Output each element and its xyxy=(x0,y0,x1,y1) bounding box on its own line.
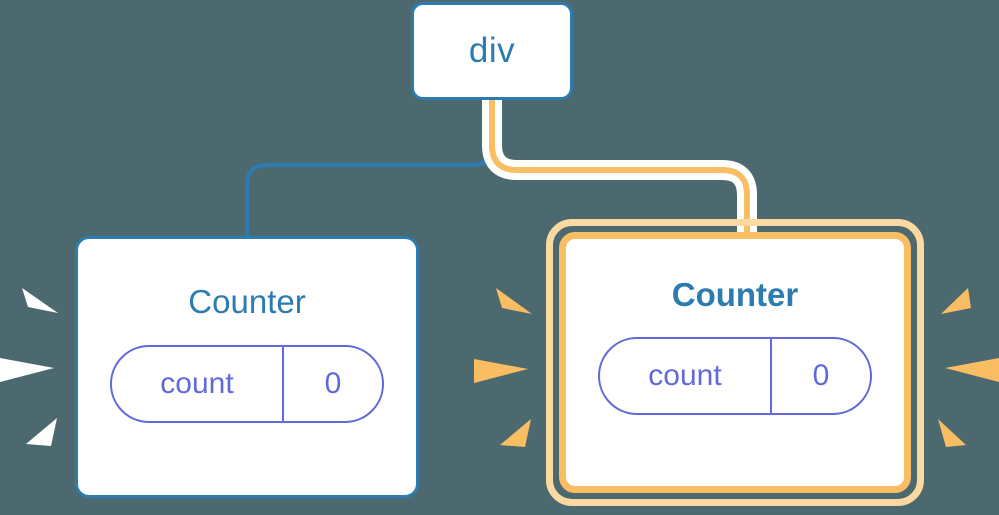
state-value-label: 0 xyxy=(324,367,342,400)
edge-div-to-counter-right xyxy=(489,100,750,238)
ray-icon xyxy=(938,419,966,447)
node-counter-right-title: Counter xyxy=(671,276,799,313)
ray-icon xyxy=(22,288,58,313)
ray-burst-right-counter-left xyxy=(474,288,532,447)
ray-icon xyxy=(0,358,54,382)
state-pill-right-key-cell: count xyxy=(600,339,772,413)
ray-icon xyxy=(941,288,971,314)
node-counter-left[interactable]: Counter count 0 xyxy=(75,236,419,498)
state-pill-right-value-cell: 0 xyxy=(772,339,870,413)
ray-burst-right-counter-right xyxy=(938,288,999,447)
state-pill-left[interactable]: count 0 xyxy=(110,345,384,423)
state-pill-left-key-cell: count xyxy=(112,347,284,421)
ray-icon xyxy=(496,288,532,314)
node-div[interactable]: div xyxy=(411,2,573,100)
state-key-label: count xyxy=(160,367,234,400)
node-counter-right[interactable]: Counter count 0 xyxy=(559,232,911,493)
state-value-label: 0 xyxy=(812,359,830,392)
node-counter-left-title: Counter xyxy=(188,283,306,320)
ray-icon xyxy=(26,418,57,446)
node-counter-right-glow-ring xyxy=(546,219,924,506)
ray-icon xyxy=(945,358,999,382)
state-pill-left-value-cell: 0 xyxy=(284,347,382,421)
state-pill-right[interactable]: count 0 xyxy=(598,337,872,415)
state-key-label: count xyxy=(648,359,722,392)
node-div-label: div xyxy=(468,31,516,70)
ray-burst-left-counter xyxy=(0,288,58,446)
ray-icon xyxy=(500,419,531,447)
ray-icon xyxy=(474,359,528,383)
